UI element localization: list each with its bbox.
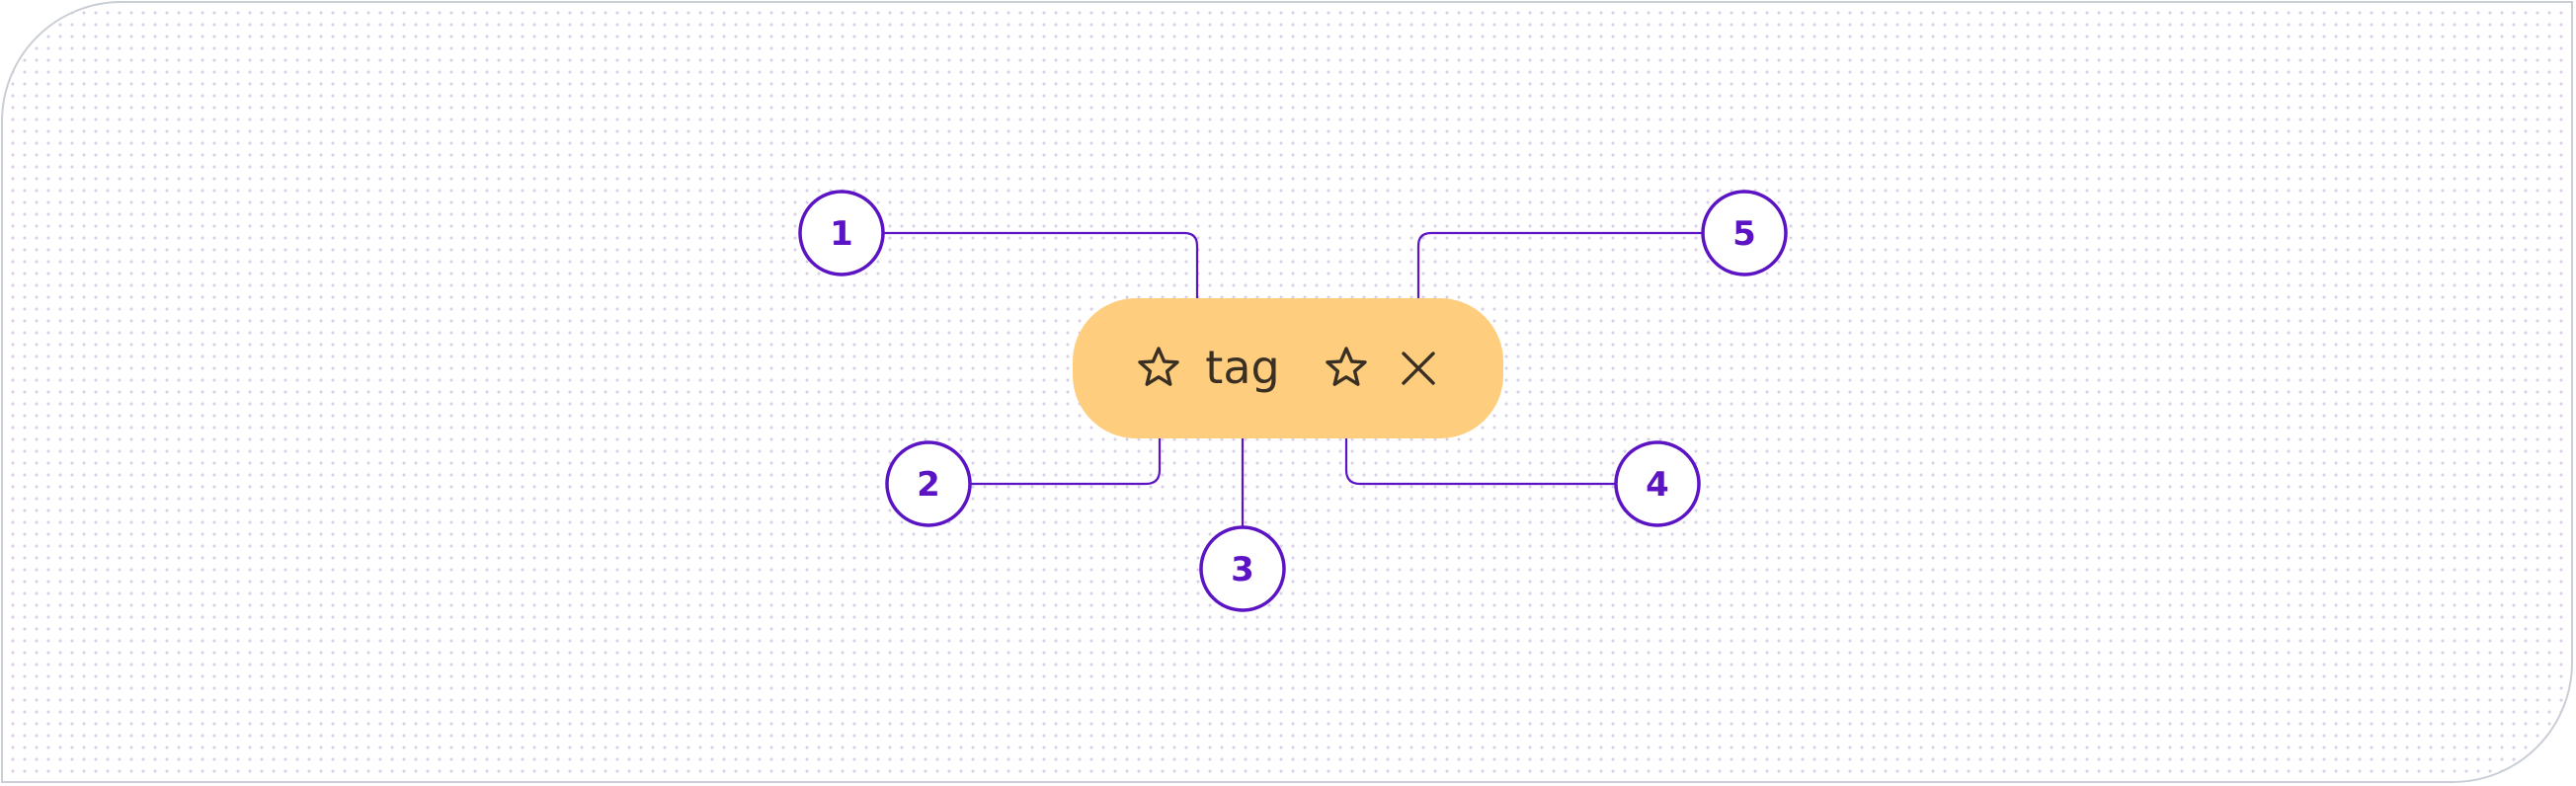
callout-number-2: 2 (917, 465, 940, 505)
callout-number-1: 1 (830, 214, 853, 254)
close-icon[interactable] (1402, 352, 1435, 385)
star-outline-icon (1138, 347, 1179, 386)
callout-number-3: 3 (1231, 550, 1254, 590)
callout-marker-4: 4 (1614, 440, 1701, 527)
connector-2 (970, 417, 1162, 486)
callout-marker-5: 5 (1701, 190, 1788, 276)
connector-4 (1344, 417, 1616, 486)
callout-marker-3: 3 (1199, 525, 1286, 612)
tag-container (1073, 298, 1503, 438)
callout-marker-2: 2 (885, 440, 972, 527)
tag-chip: tag (1073, 298, 1503, 438)
star-outline-icon (1326, 347, 1367, 386)
tag-label: tag (1205, 341, 1279, 394)
connector-1 (883, 231, 1199, 300)
callout-marker-1: 1 (798, 190, 885, 276)
connector-5 (1416, 231, 1703, 322)
callout-number-5: 5 (1732, 214, 1756, 254)
callout-number-4: 4 (1646, 465, 1669, 505)
